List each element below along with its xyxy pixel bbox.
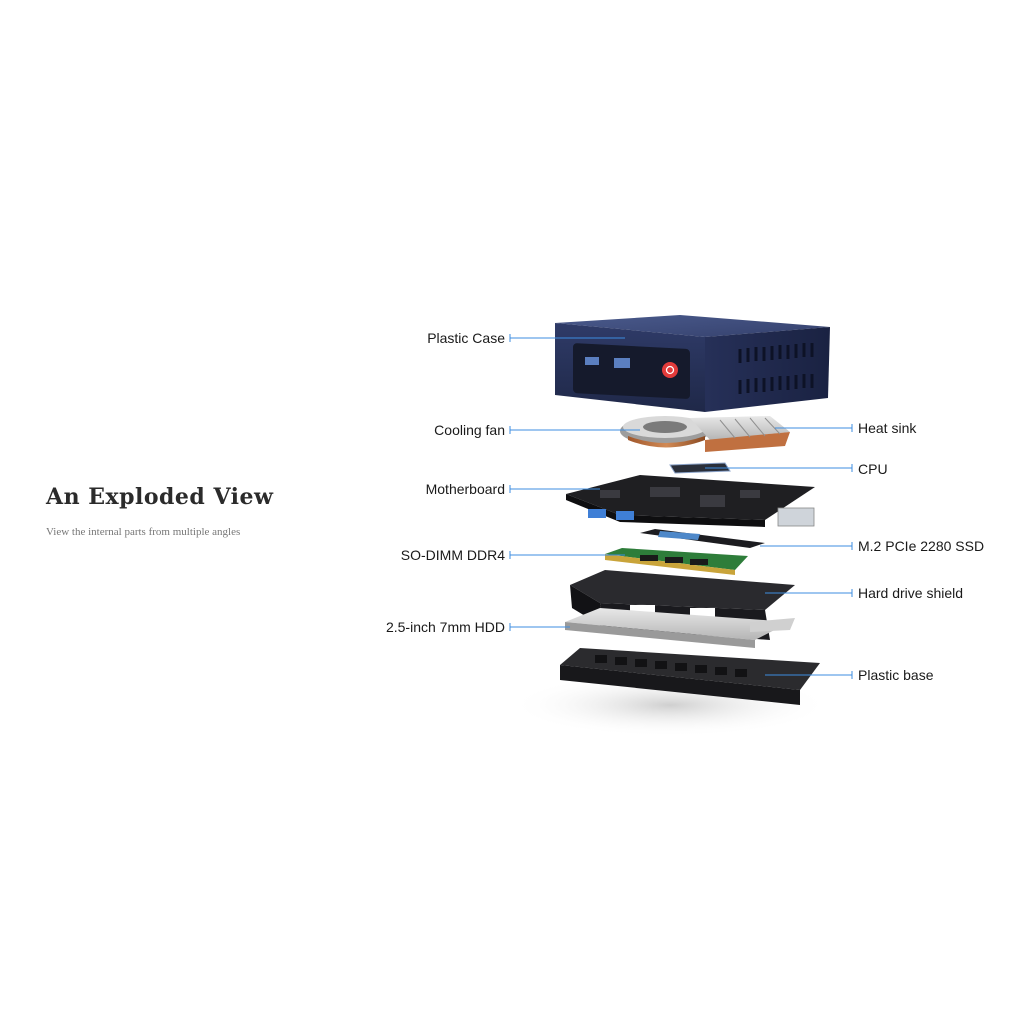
- plastic-base: [510, 648, 830, 737]
- leader-lines: [509, 334, 853, 679]
- page-title: An Exploded View: [46, 484, 274, 510]
- label-plastic-base: Plastic base: [858, 667, 934, 683]
- label-ssd: M.2 PCIe 2280 SSD: [858, 538, 984, 554]
- label-motherboard: Motherboard: [426, 481, 505, 497]
- label-heat-sink: Heat sink: [858, 420, 917, 436]
- usb-ports-front: [585, 357, 630, 368]
- ssd-card: [640, 529, 765, 548]
- label-cooling-fan: Cooling fan: [434, 422, 505, 438]
- hdd-drive: [565, 608, 795, 648]
- heat-sink: [690, 416, 790, 452]
- label-hdd: 2.5-inch 7mm HDD: [386, 619, 505, 635]
- sodimm-module: [605, 548, 748, 575]
- motherboard: [566, 475, 815, 527]
- usb-ports-motherboard: [588, 509, 634, 520]
- label-sodimm: SO-DIMM DDR4: [401, 547, 505, 563]
- intro-block: An Exploded View View the internal parts…: [46, 480, 346, 538]
- plastic-case: [555, 315, 830, 412]
- vent-slots: [738, 343, 814, 394]
- page-subtitle: View the internal parts from multiple an…: [46, 526, 241, 538]
- label-plastic-case: Plastic Case: [427, 330, 505, 346]
- power-button-icon: [662, 362, 678, 378]
- cooling-fan: [620, 416, 710, 448]
- label-hdd-shield: Hard drive shield: [858, 585, 963, 601]
- cpu-chip: [669, 462, 731, 474]
- label-cpu: CPU: [858, 461, 888, 477]
